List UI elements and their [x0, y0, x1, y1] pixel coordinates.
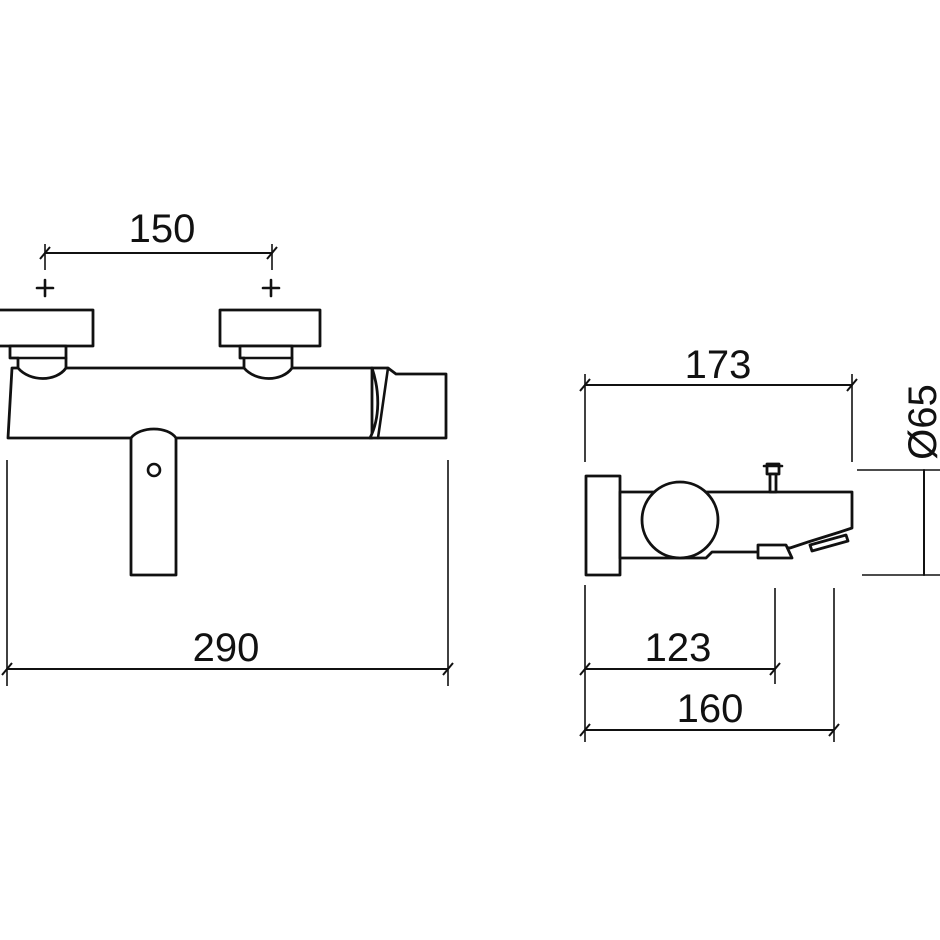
dim-label-290: 290: [193, 626, 260, 670]
dim-rosette-diameter: Ø65: [857, 384, 940, 576]
dim-spout-outer: 160: [579, 588, 840, 742]
dim-projection: 173: [579, 343, 858, 462]
dim-label-160: 160: [677, 687, 744, 731]
side-view: 173 Ø65: [579, 343, 940, 742]
left-handle: [0, 308, 95, 383]
dim-spout-inner: 123: [579, 585, 781, 742]
dim-label-150: 150: [129, 207, 196, 251]
dim-label-diameter: Ø65: [901, 384, 940, 460]
side-body: [618, 462, 854, 560]
front-view: 150: [0, 207, 454, 686]
front-spout: [129, 427, 178, 577]
dim-handle-spacing: 150: [39, 207, 278, 270]
dim-label-173: 173: [685, 343, 752, 387]
handle-center-marks: [35, 278, 281, 298]
wall-rosette: [584, 474, 638, 577]
mixer-body: [6, 366, 448, 440]
dim-overall-width: 290: [1, 460, 454, 686]
dim-label-123: 123: [645, 626, 712, 670]
